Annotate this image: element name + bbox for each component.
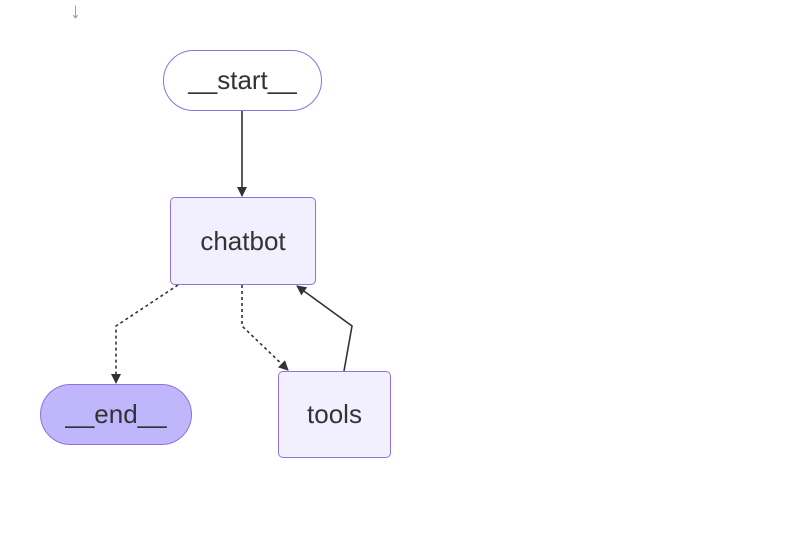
chatbot-node-label: chatbot [200, 225, 286, 256]
down-arrow-icon: ↓ [70, 0, 81, 23]
tools-node-label: tools [307, 399, 362, 429]
start-node-label: __start__ [188, 65, 297, 95]
end-node-label: __end__ [65, 399, 167, 429]
chatbot-node[interactable]: chatbot [170, 197, 316, 285]
end-node[interactable]: __end__ [40, 384, 192, 445]
edge-tools-to-chatbot [296, 285, 353, 372]
tools-node[interactable]: tools [278, 371, 391, 458]
edge-chatbot-to-end [111, 284, 179, 384]
edge-chatbot-to-tools [241, 285, 289, 371]
start-node[interactable]: __start__ [163, 50, 322, 111]
